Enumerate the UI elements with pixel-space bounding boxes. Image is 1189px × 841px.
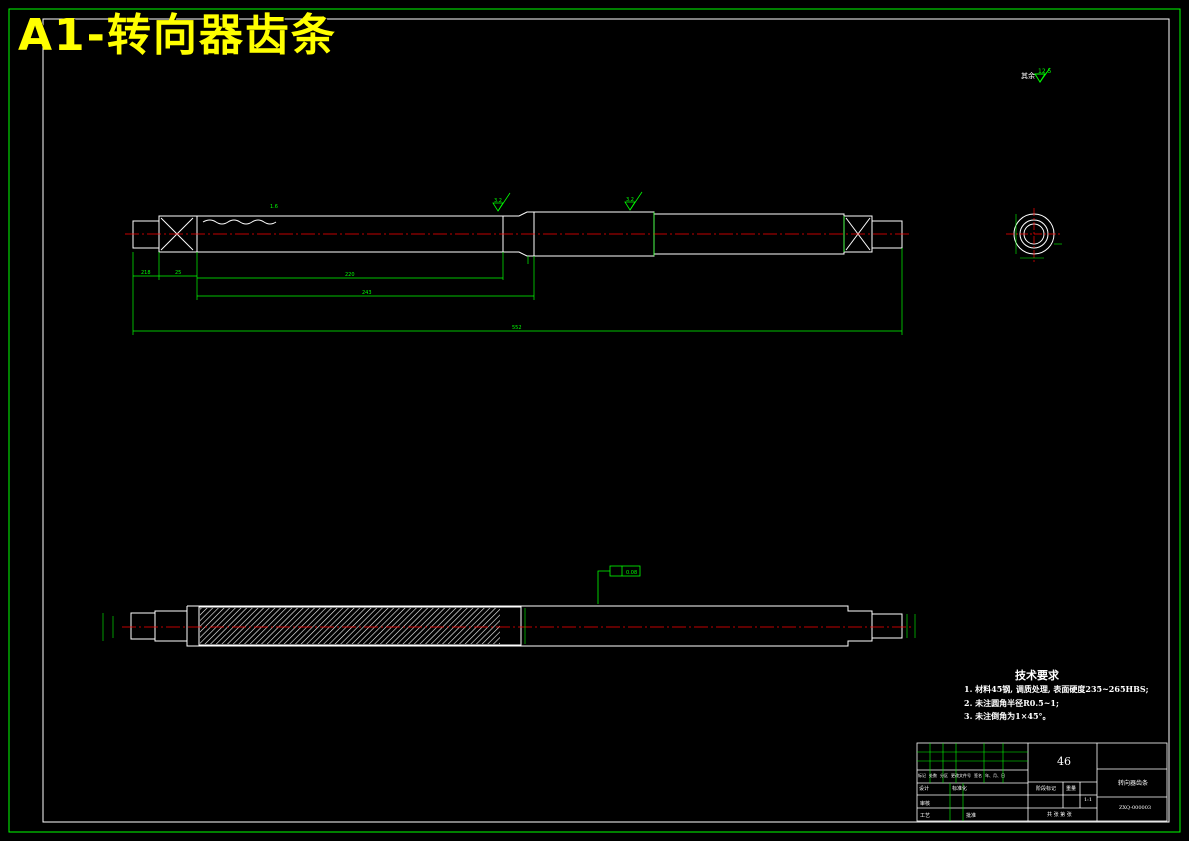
tb-header-zone: 分区 [940,773,948,778]
title-block-header-row: 标记 处数 分区 更改文件号 签名 年、月、日 [918,773,1028,779]
side-view-dimensions [132,212,903,335]
title-block-sheet: 共 张 第 张 [1047,812,1072,818]
tech-req-heading: 技术要求 [1015,669,1059,682]
dim-220: 220 [345,272,355,278]
dim-module: 1.6 [270,204,278,210]
tb-header-date: 年、月、日 [985,773,1005,778]
title-block-stage-mark: 阶段标记 [1036,786,1057,792]
title-block-part-name: 转向器齿条 [1118,780,1149,787]
title-block [916,742,1168,822]
dim-552: 552 [512,325,522,331]
roughness-mark-1 [492,192,511,212]
rack-teeth-hatch [200,608,500,644]
inner-frame [42,18,1170,823]
title-block-drawing-no: ZXQ-000003 [1119,805,1152,811]
tb-header-count: 处数 [929,773,937,778]
rack-front-view [130,605,903,647]
title-block-weight: 重量 [1066,786,1077,792]
surface-finish-note: 其余 [1021,71,1035,80]
tech-req-item-3: 3. 未注倒角为1×45°。 [964,711,1051,721]
roughness-mark-2 [624,191,643,211]
title-block-approve: 批准 [966,813,977,819]
outer-frame [8,8,1181,833]
title-block-green-grid [917,743,1028,821]
tb-header-mark: 标记 [918,773,926,778]
drawing-title: A1-转向器齿条 [18,10,337,61]
surface-finish-value: 12.5 [1038,68,1052,75]
roughness-mark-1-label: 3.2 [494,198,502,204]
tb-header-change-doc: 更改文件号 [951,773,971,778]
tech-req-item-2: 2. 未注圆角半径R0.5~1; [964,698,1059,708]
roughness-mark-2-label: 3.2 [626,197,634,203]
dim-25: 25 [175,270,181,276]
title-block-design: 设计 [919,786,930,792]
dim-243: 243 [362,290,372,296]
title-block-standardize: 标准化 [952,786,968,792]
tolerance-frame [597,565,641,604]
title-block-process: 工艺 [920,813,931,819]
section-centerlines [1006,208,1062,262]
front-view-dimensions [102,608,916,644]
surface-finish-symbol [1034,67,1051,83]
section-dimensions [1015,214,1062,259]
tech-req-item-1: 1. 材料45钢, 调质处理, 表面硬度235~265HBS; [964,684,1149,694]
title-block-material: 46 [1057,755,1071,768]
tolerance-value: 0.08 [626,570,637,576]
title-block-review: 审核 [920,801,931,807]
tb-header-signature: 签名 [974,773,982,778]
dim-218: 218 [141,270,151,276]
title-block-scale: 1:1 [1084,797,1093,803]
